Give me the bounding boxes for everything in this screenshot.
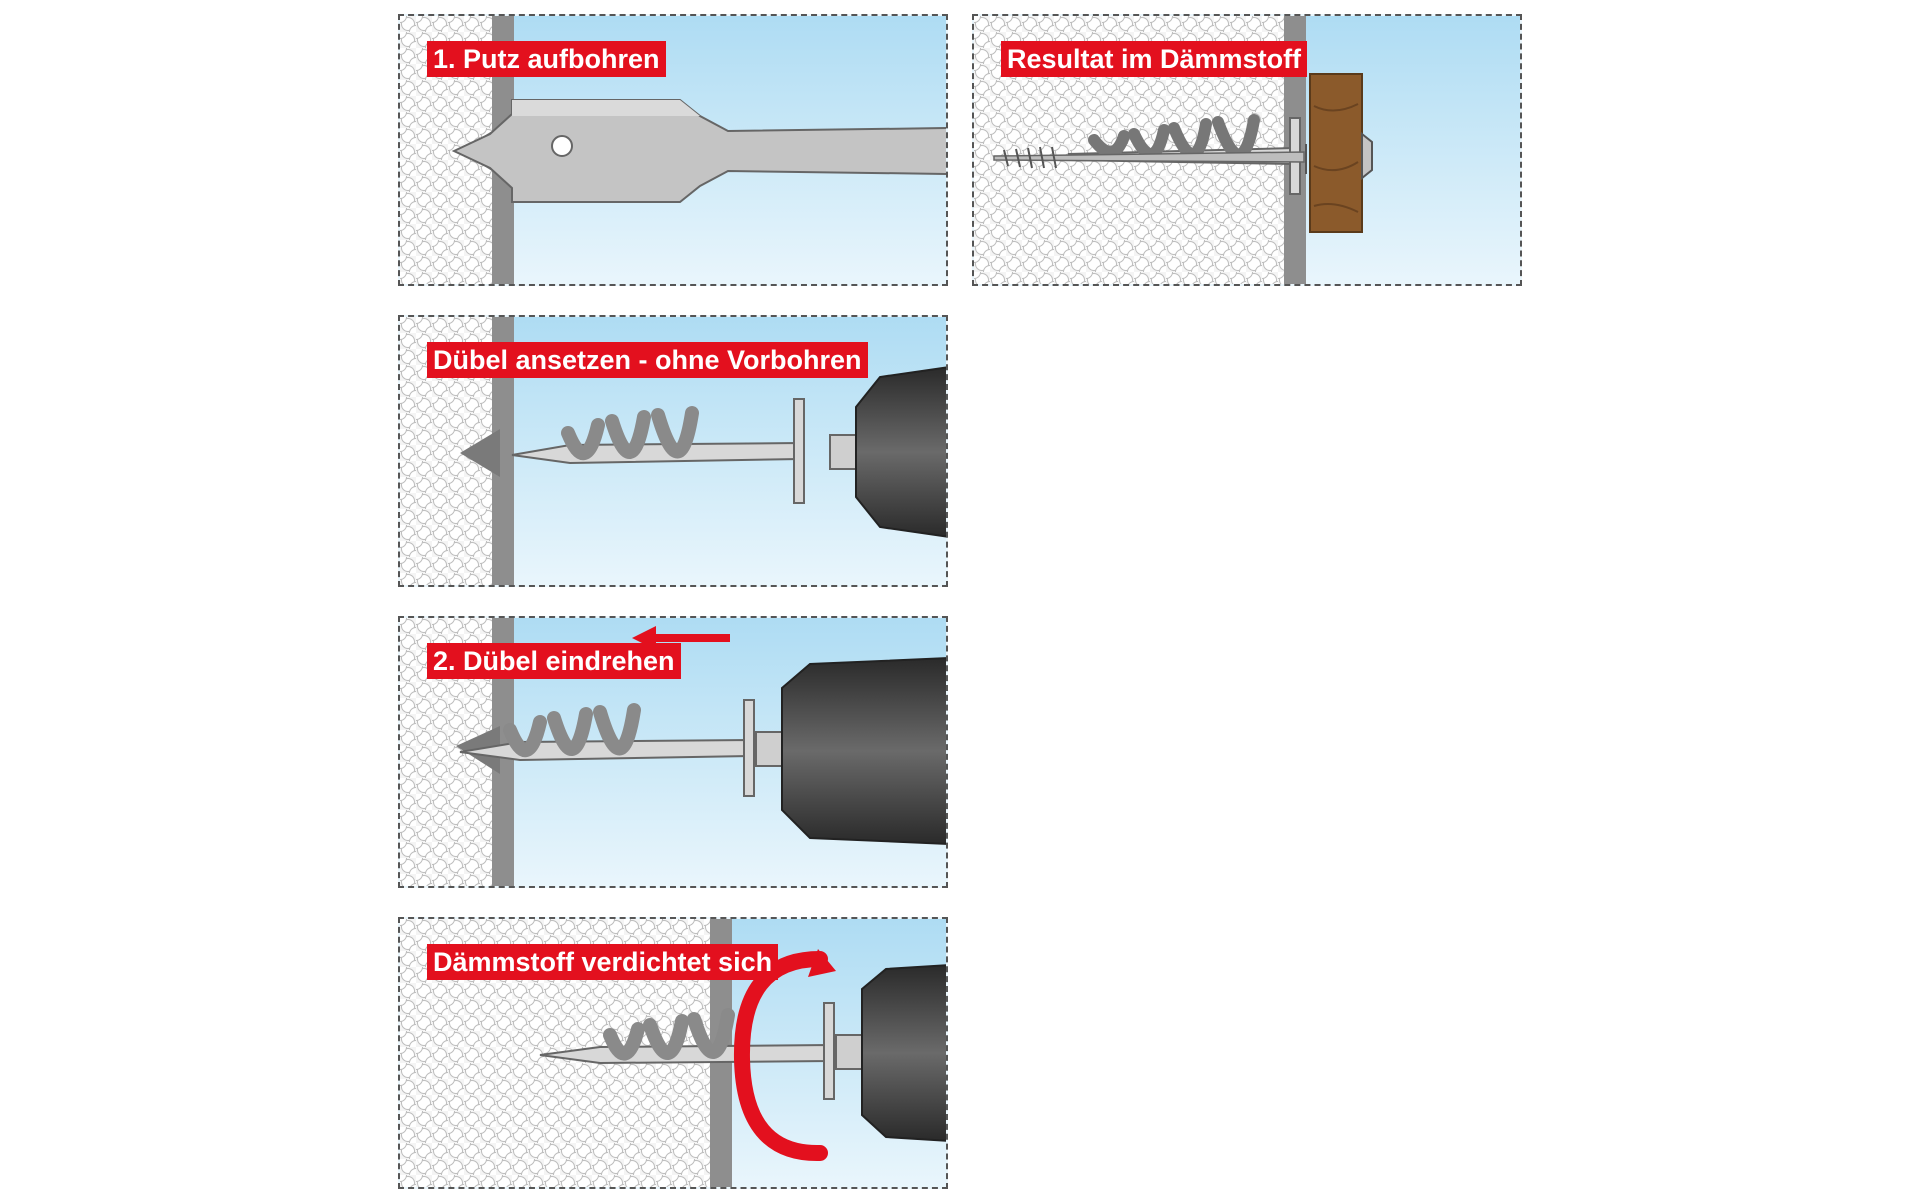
step-label: Dübel ansetzen - ohne Vorbohren <box>427 342 868 378</box>
drill-chuck-icon <box>835 964 946 1142</box>
step-label: 2. Dübel eindrehen <box>427 643 681 679</box>
panel-drill-plaster: 1. Putz aufbohren <box>398 14 948 286</box>
helix-insulation-anchor-icon <box>539 1002 835 1100</box>
direction-arrow-icon <box>632 626 730 650</box>
helix-insulation-anchor-icon <box>459 699 755 797</box>
step-label: 1. Putz aufbohren <box>427 41 666 77</box>
drill-chuck-icon <box>829 366 946 538</box>
rotation-arrow-icon <box>733 949 836 1162</box>
helix-insulation-anchor-icon <box>511 398 805 504</box>
plaster-layer <box>492 317 514 585</box>
panel-result-insulation: Resultat im Dämmstoff <box>972 14 1522 286</box>
panel-compress: Dämmstoff verdichtet sich <box>398 917 948 1189</box>
step-label: Resultat im Dämmstoff <box>1001 41 1308 77</box>
panel-set-anchor: Dübel ansetzen - ohne Vorbohren <box>398 315 948 587</box>
flat-wood-drill-bit-icon <box>451 99 946 203</box>
screw-icon <box>993 131 1373 181</box>
wood-batten-icon <box>1309 73 1363 233</box>
panel-screw-anchor: 2. Dübel eindrehen <box>398 616 948 888</box>
step-label: Dämmstoff verdichtet sich <box>427 944 779 980</box>
drill-chuck-icon <box>755 657 946 845</box>
